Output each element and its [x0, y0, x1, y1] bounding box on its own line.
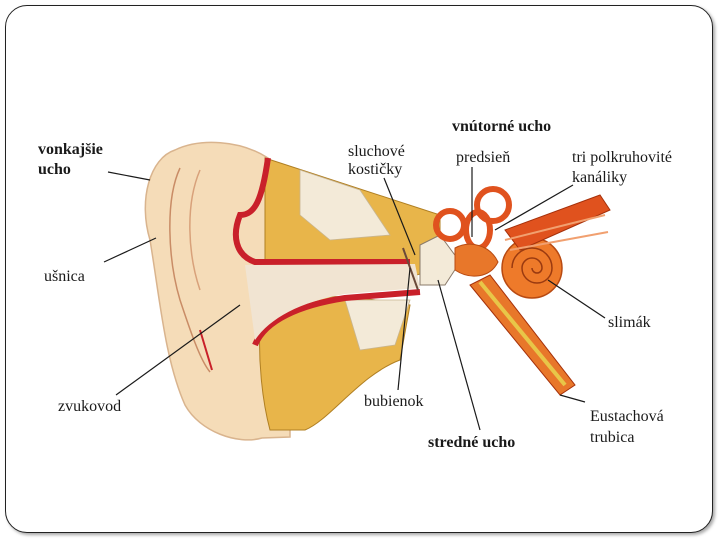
middle-ear-cavity — [420, 235, 460, 285]
semicircular-label-line1: tri polkruhovité — [572, 149, 672, 167]
eustachian-label-line2: trubica — [590, 429, 634, 447]
ossicles-label-line2: kostičky — [348, 161, 402, 179]
vestibule-shape — [455, 244, 498, 276]
cochlea-label: slimák — [608, 314, 651, 332]
inner-ear-label: vnútorné ucho — [452, 118, 551, 136]
eardrum-label: bubienok — [364, 393, 424, 411]
auricle-label: ušnica — [44, 268, 85, 286]
semicircular-label-line2: kanáliky — [572, 169, 627, 187]
vestibule-label: predsieň — [456, 149, 510, 167]
outer-ear-label-line1: vonkajšie — [38, 141, 103, 159]
eustachian-label-line1: Eustachová — [590, 408, 664, 426]
middle-ear-label: stredné ucho — [428, 434, 515, 452]
outer-ear-label-line2: ucho — [38, 161, 71, 179]
ear-canal-label: zvukovod — [58, 398, 121, 416]
ossicles-label-line1: sluchové — [348, 143, 405, 161]
